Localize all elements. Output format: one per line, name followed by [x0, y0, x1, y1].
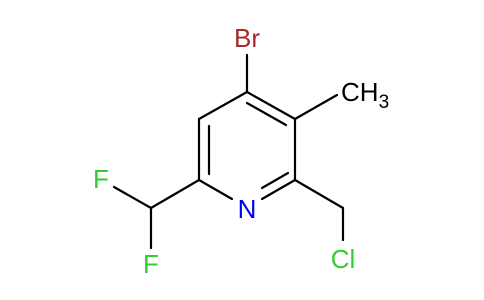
- bond-n-c2-inner: [260, 171, 290, 190]
- bond-c3-c4-inner: [245, 101, 288, 127]
- bond-c3-c4: [245, 90, 297, 121]
- fluorine-bottom-label: F: [143, 249, 159, 279]
- bond-chf2-ftop: [112, 185, 153, 210]
- methyl-ch: CH: [341, 77, 379, 107]
- bond-c6-n: [197, 178, 234, 201]
- bond-c3-methyl: [293, 93, 339, 121]
- fluorine-top-label: F: [93, 164, 109, 194]
- nitrogen-label: N: [238, 194, 257, 224]
- atom-labels: Br CH3 N F F Cl: [93, 23, 389, 279]
- bond-c2-ch2: [293, 178, 345, 210]
- bromine-label: Br: [234, 23, 260, 53]
- bond-c6-chf2: [149, 178, 201, 210]
- bonds: [112, 53, 345, 250]
- bond-c4-c5: [197, 90, 249, 121]
- methyl-subscript: 3: [379, 92, 390, 113]
- bond-n-c2: [260, 178, 297, 201]
- methyl-label: CH3: [341, 77, 389, 113]
- chlorine-label: Cl: [331, 244, 356, 274]
